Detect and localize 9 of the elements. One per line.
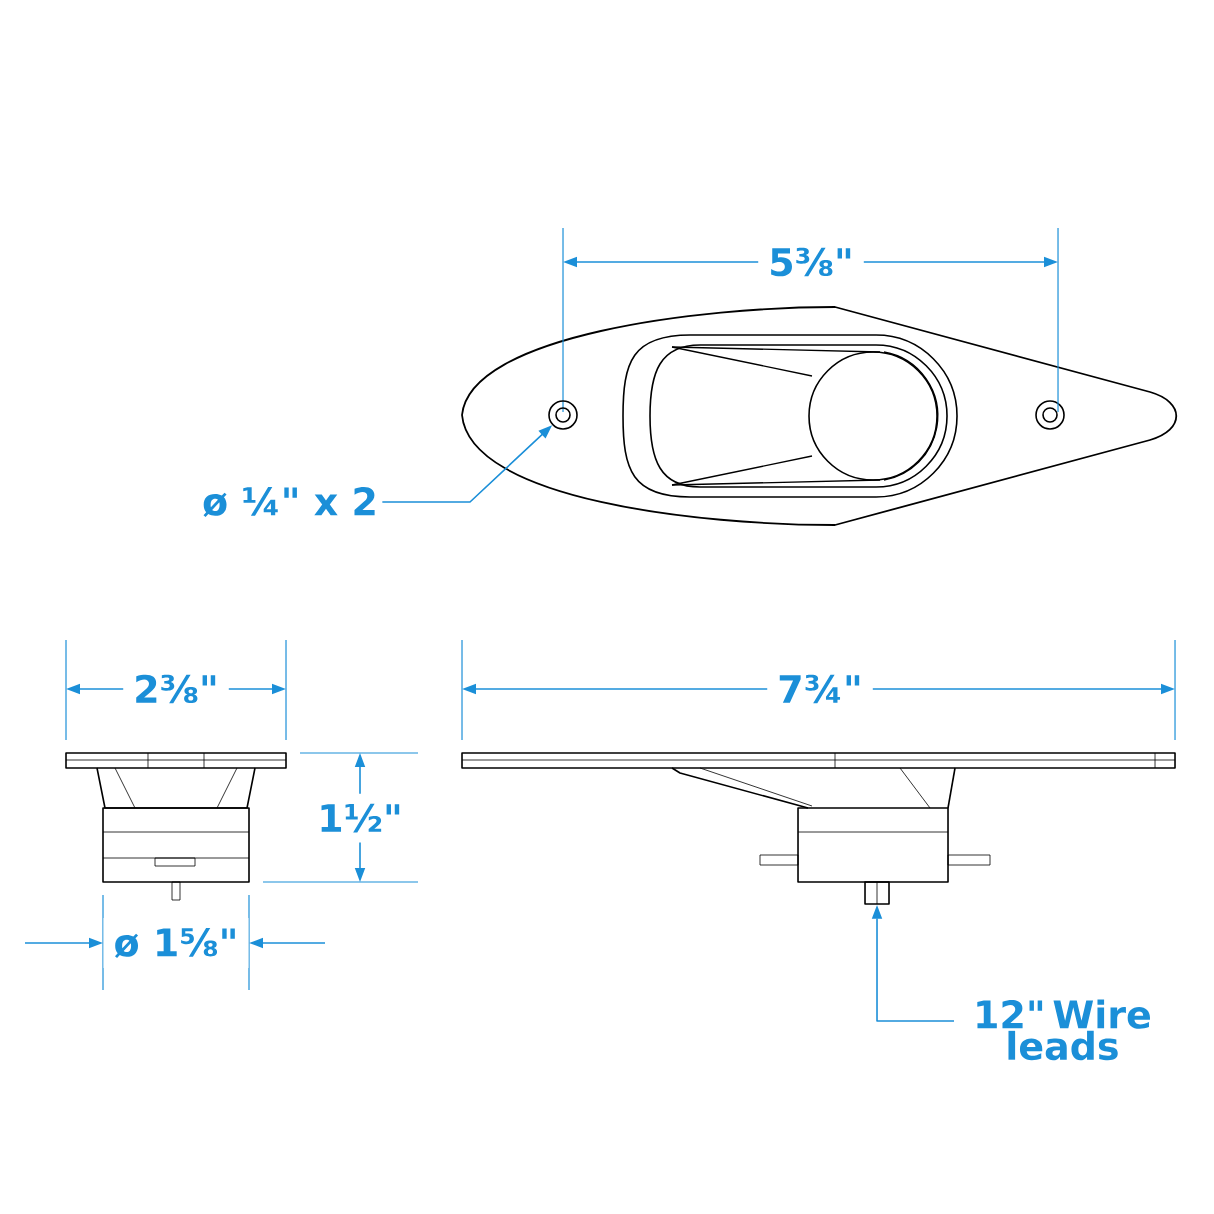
wire-leads xyxy=(864,881,890,905)
mounting-hole xyxy=(548,400,578,430)
callout-text: ø ¼" x 2 xyxy=(203,487,375,517)
callout-text: 12" Wire leads xyxy=(977,999,1150,1061)
dimension-label: 2⅜" xyxy=(123,664,229,714)
dimension-label: 5⅜" xyxy=(758,237,864,287)
dimension-label: ø 1⅝" xyxy=(103,918,249,968)
dimension-label: 7¾" xyxy=(767,664,873,714)
dimension-label: 1½" xyxy=(307,793,413,843)
